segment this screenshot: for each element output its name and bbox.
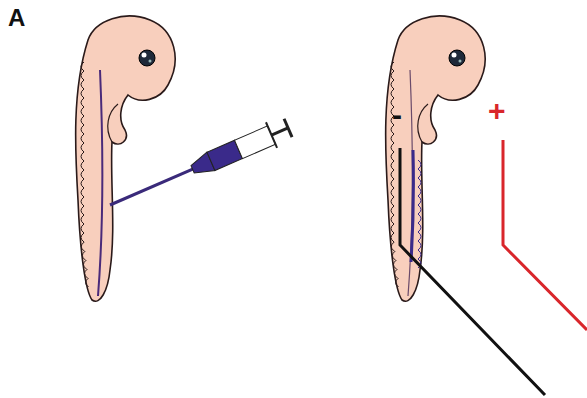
somite <box>81 179 84 188</box>
somite <box>418 178 421 187</box>
somite <box>82 251 85 260</box>
somite <box>81 116 84 125</box>
electrode-sign: - <box>392 100 402 130</box>
somite <box>81 188 84 197</box>
somite <box>391 62 394 71</box>
somite <box>81 62 84 71</box>
somite <box>391 170 394 179</box>
left-embryo <box>76 16 175 301</box>
somite <box>418 196 421 205</box>
positive-electrode <box>503 140 587 330</box>
somite <box>391 224 394 233</box>
somite <box>391 215 394 224</box>
somite <box>418 169 421 178</box>
somite <box>83 260 86 269</box>
somite <box>81 125 84 134</box>
somite <box>81 224 84 233</box>
somite <box>391 89 394 98</box>
somite <box>391 134 394 143</box>
somite <box>418 214 421 223</box>
somite <box>81 152 84 161</box>
somite <box>418 205 421 214</box>
somite <box>81 71 84 80</box>
somite <box>81 134 84 143</box>
somite <box>418 250 421 259</box>
somite <box>391 80 394 89</box>
somite <box>396 278 399 287</box>
somite <box>81 89 84 98</box>
somite <box>391 71 394 80</box>
somite <box>81 170 84 179</box>
somite <box>81 143 84 152</box>
somite <box>81 107 84 116</box>
somite <box>391 161 394 170</box>
somite <box>81 98 84 107</box>
somite <box>81 80 84 89</box>
somite <box>84 269 87 278</box>
somite <box>394 269 397 278</box>
somite <box>418 187 421 196</box>
somite <box>418 223 421 232</box>
somite <box>81 197 84 206</box>
negative-electrode <box>400 148 545 395</box>
somite <box>418 241 421 250</box>
somite <box>392 251 395 260</box>
somite <box>391 197 394 206</box>
somite <box>81 242 84 251</box>
somite <box>81 206 84 215</box>
somite <box>393 260 396 269</box>
electrode-sign: + <box>488 96 506 126</box>
somite <box>81 215 84 224</box>
somite <box>391 188 394 197</box>
somite <box>418 160 421 169</box>
syringe <box>104 115 293 218</box>
somite <box>391 152 394 161</box>
panel-label: A <box>8 6 25 30</box>
somite <box>391 179 394 188</box>
somite <box>391 233 394 242</box>
somite <box>391 143 394 152</box>
somite <box>86 278 89 287</box>
somite <box>391 242 394 251</box>
somite <box>418 232 421 241</box>
somite <box>391 206 394 215</box>
somite <box>81 161 84 170</box>
somite <box>81 233 84 242</box>
